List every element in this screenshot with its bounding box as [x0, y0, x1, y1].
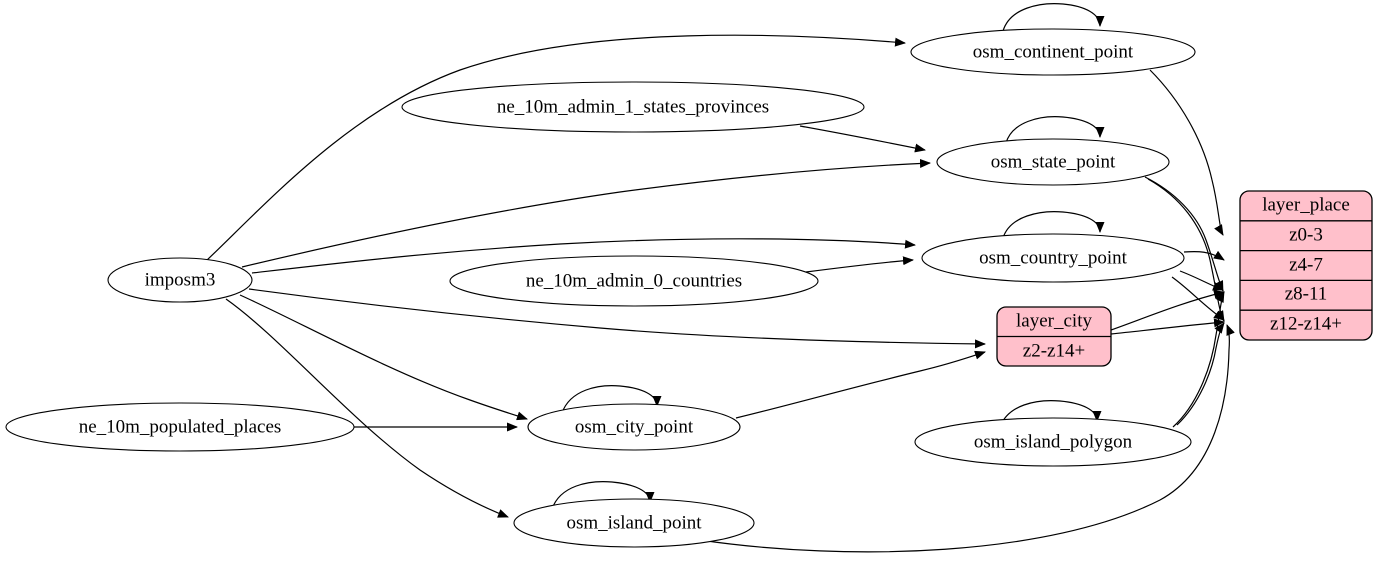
self-loop-osm_continent_point [1002, 3, 1105, 32]
edge-imposm3-to-osm_island_point [225, 298, 509, 518]
record-node-layer_place[interactable]: layer_place z0-3 z4-7 z8-11 z12-z14+ [1239, 190, 1373, 341]
node-label-imposm3: imposm3 [145, 269, 216, 290]
record-row-layer_city-0[interactable]: z2-z14+ [1023, 340, 1085, 361]
edge-osm_island_point-to-layer_place-z12-z14 [699, 324, 1235, 553]
node-osm_country_point[interactable]: osm_country_point [921, 233, 1185, 283]
node-label-osm_island_point: osm_island_point [566, 512, 702, 533]
edge-osm_state_point-to-layer_place-z12-z14 [1147, 178, 1225, 322]
record-node-layer_city[interactable]: layer_city z2-z14+ [996, 306, 1112, 367]
node-osm_continent_point[interactable]: osm_continent_point [910, 28, 1196, 76]
edge-layer_city-to-layer_place-z8-11 [1110, 290, 1225, 331]
edge-imposm3-to-osm_state_point [241, 158, 931, 268]
edge-osm_country_point-to-layer_place-z4-7 [1183, 250, 1225, 261]
edge-imposm3-to-layer_city [248, 288, 986, 349]
node-label-osm_country_point: osm_country_point [979, 247, 1127, 268]
record-header-layer_place: layer_place [1262, 194, 1350, 215]
self-loop-osm_country_point [1002, 211, 1105, 239]
self-loop-osm_island_polygon [999, 400, 1102, 428]
record-header-layer_city: layer_city [1016, 310, 1092, 331]
record-row-layer_place-3[interactable]: z12-z14+ [1270, 313, 1342, 334]
edge-osm_city_point-to-layer_city [735, 350, 986, 419]
self-loop-osm_state_point [1005, 116, 1105, 144]
edge-osm_island_polygon-to-layer_place-z8-11 [1172, 291, 1225, 428]
edge-ne_10m_admin_1_states_provinces-to-osm_state_point [799, 125, 926, 153]
node-layer: imposm3 ne_10m_populated_places ne_10m_a… [5, 28, 1373, 548]
node-label-osm_continent_point: osm_continent_point [973, 41, 1134, 62]
node-label-osm_state_point: osm_state_point [991, 151, 1116, 172]
node-ne_10m_admin_1_states_provinces[interactable]: ne_10m_admin_1_states_provinces [401, 81, 865, 133]
record-row-layer_place-0[interactable]: z0-3 [1289, 224, 1323, 245]
node-ne_10m_populated_places[interactable]: ne_10m_populated_places [5, 402, 355, 452]
node-osm_city_point[interactable]: osm_city_point [527, 403, 741, 451]
edge-imposm3-to-osm_city_point [239, 294, 528, 421]
self-loop-osm_island_point [551, 481, 655, 510]
record-row-layer_place-1[interactable]: z4-7 [1289, 254, 1323, 275]
node-label-osm_city_point: osm_city_point [575, 416, 694, 437]
edge-osm_continent_point-to-layer_place-z0-3 [1149, 69, 1224, 236]
edge-osm_island_polygon-to-layer_place-z12-z14 [1176, 322, 1225, 426]
node-imposm3[interactable]: imposm3 [107, 257, 253, 303]
node-label-ne_10m_admin_0_countries: ne_10m_admin_0_countries [526, 270, 742, 291]
edge-osm_country_point-to-layer_place-z8-11 [1179, 270, 1224, 291]
edge-layer [205, 3, 1235, 553]
node-osm_state_point[interactable]: osm_state_point [936, 138, 1170, 186]
node-osm_island_point[interactable]: osm_island_point [513, 498, 755, 548]
node-label-ne_10m_admin_1_states_provinces: ne_10m_admin_1_states_provinces [497, 96, 769, 117]
edge-osm_state_point-to-layer_place-z8-11 [1144, 176, 1224, 292]
edge-osm_country_point-to-layer_place-z12-z14 [1171, 276, 1225, 321]
node-ne_10m_admin_0_countries[interactable]: ne_10m_admin_0_countries [449, 255, 819, 307]
self-loop-osm_city_point [561, 385, 662, 414]
edge-ne_10m_admin_0_countries-to-osm_country_point [805, 256, 914, 273]
record-row-layer_place-2[interactable]: z8-11 [1285, 283, 1328, 304]
edge-layer_city-to-layer_place-z12-z14 [1110, 318, 1225, 335]
node-label-osm_island_polygon: osm_island_polygon [974, 431, 1133, 452]
node-label-ne_10m_populated_places: ne_10m_populated_places [79, 416, 282, 437]
node-osm_island_polygon[interactable]: osm_island_polygon [914, 417, 1192, 467]
edge-imposm3-to-osm_continent_point [205, 34, 906, 262]
edge-imposm3-to-osm_country_point [251, 238, 916, 274]
